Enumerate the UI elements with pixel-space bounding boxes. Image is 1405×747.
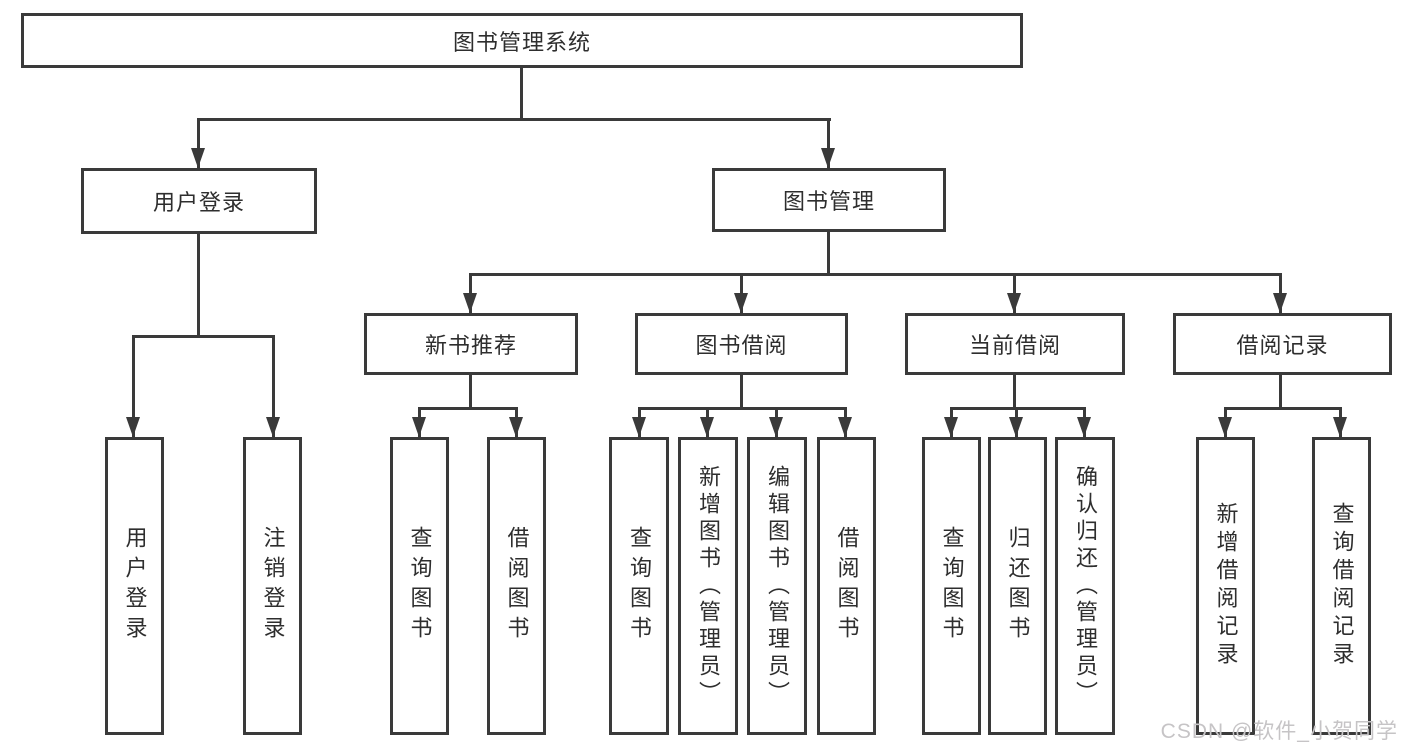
connector-line — [418, 407, 518, 410]
arrow-down-icon — [509, 417, 523, 437]
leaf-label: 借阅图书 — [834, 526, 860, 646]
leaf-edit-books-admin: 编辑图书（管理员） — [747, 437, 807, 735]
leaf-label: 注销登录 — [260, 526, 286, 646]
connector-line — [520, 68, 523, 120]
leaf-query-books-current: 查询图书 — [922, 437, 981, 735]
arrow-down-icon — [412, 417, 426, 437]
leaf-label: 编辑图书（管理员） — [765, 464, 790, 708]
node-library-management-system: 图书管理系统 — [21, 13, 1023, 68]
leaf-add-borrow-record: 新增借阅记录 — [1196, 437, 1255, 735]
leaf-label: 查询图书 — [407, 526, 433, 646]
node-label: 当前借阅 — [968, 333, 1061, 358]
leaf-borrow-books-recommend: 借阅图书 — [487, 437, 546, 735]
node-label: 图书管理系统 — [452, 29, 591, 55]
connector-line — [272, 335, 275, 437]
arrow-down-icon — [944, 417, 958, 437]
arrow-down-icon — [191, 148, 205, 168]
connector-line — [197, 118, 200, 168]
connector-line — [638, 407, 847, 410]
arrow-down-icon — [1273, 293, 1287, 313]
connector-line — [1279, 375, 1282, 410]
leaf-logout: 注销登录 — [243, 437, 302, 735]
arrow-down-icon — [700, 417, 714, 437]
connector-line — [1224, 407, 1342, 410]
connector-line — [469, 375, 472, 410]
arrow-down-icon — [632, 417, 646, 437]
leaf-user-login: 用户登录 — [105, 437, 164, 735]
node-book-management: 图书管理 — [712, 168, 946, 232]
arrow-down-icon — [821, 148, 835, 168]
leaf-query-books-recommend: 查询图书 — [390, 437, 449, 735]
arrow-down-icon — [734, 293, 748, 313]
node-current-borrowing: 当前借阅 — [905, 313, 1125, 375]
leaf-label: 新增图书（管理员） — [696, 464, 721, 708]
arrow-down-icon — [769, 417, 783, 437]
arrow-down-icon — [463, 293, 477, 313]
node-label: 用户登录 — [152, 190, 245, 215]
leaf-label: 用户登录 — [122, 526, 148, 646]
arrow-down-icon — [1333, 417, 1347, 437]
node-borrowing-records: 借阅记录 — [1173, 313, 1392, 375]
leaf-query-books-borrow: 查询图书 — [609, 437, 669, 735]
arrow-down-icon — [1218, 417, 1232, 437]
leaf-label: 查询借阅记录 — [1329, 502, 1355, 670]
csdn-watermark: CSDN @软件_小贺同学 — [1160, 720, 1398, 743]
node-label: 新书推荐 — [424, 333, 517, 358]
arrow-down-icon — [1077, 417, 1091, 437]
arrow-down-icon — [1009, 417, 1023, 437]
arrow-down-icon — [1007, 293, 1021, 313]
connector-line — [1013, 375, 1016, 410]
connector-line — [827, 118, 830, 168]
leaf-add-books-admin: 新增图书（管理员） — [678, 437, 738, 735]
connector-line — [197, 118, 831, 121]
leaf-return-books: 归还图书 — [988, 437, 1047, 735]
connector-line — [469, 273, 1282, 276]
node-label: 借阅记录 — [1236, 333, 1329, 358]
arrow-down-icon — [838, 417, 852, 437]
connector-line — [197, 234, 200, 338]
node-book-borrowing: 图书借阅 — [635, 313, 848, 375]
leaf-label: 确认归还（管理员） — [1073, 464, 1098, 708]
leaf-label: 查询图书 — [627, 526, 652, 646]
node-user-login: 用户登录 — [81, 168, 317, 234]
connector-line — [740, 375, 743, 410]
leaf-label: 查询图书 — [939, 526, 965, 646]
node-label: 图书管理 — [782, 189, 875, 214]
leaf-borrow-books: 借阅图书 — [817, 437, 876, 735]
connector-line — [827, 232, 830, 276]
connector-line — [950, 407, 1086, 410]
leaf-confirm-return-admin: 确认归还（管理员） — [1055, 437, 1115, 735]
node-label: 图书借阅 — [695, 333, 788, 358]
arrow-down-icon — [126, 417, 140, 437]
leaf-query-borrow-record: 查询借阅记录 — [1312, 437, 1371, 735]
connector-line — [132, 335, 135, 437]
connector-line — [132, 335, 275, 338]
node-new-book-recommendation: 新书推荐 — [364, 313, 578, 375]
leaf-label: 归还图书 — [1005, 526, 1031, 646]
leaf-label: 借阅图书 — [504, 526, 530, 646]
arrow-down-icon — [266, 417, 280, 437]
leaf-label: 新增借阅记录 — [1213, 502, 1239, 670]
